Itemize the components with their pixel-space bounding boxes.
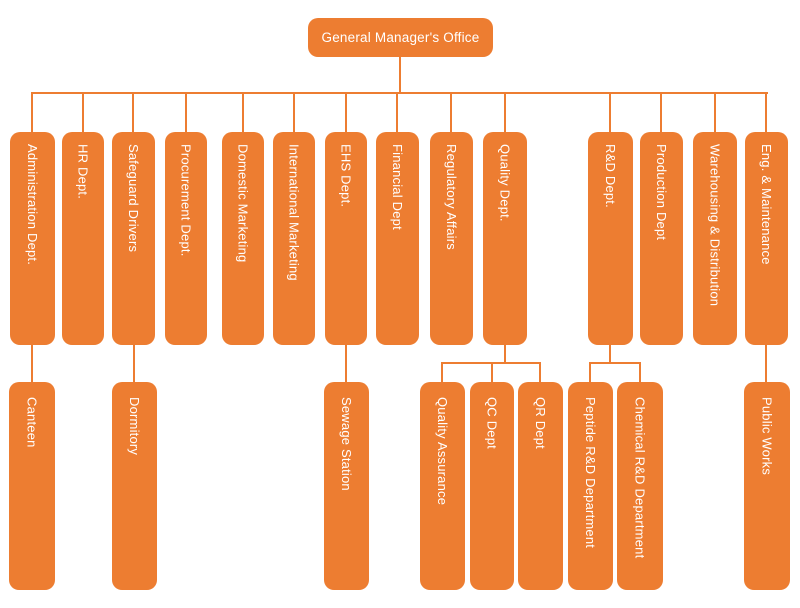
connector-stub-domestic-marketing [242,92,244,133]
connector-rd-branch-vertical [609,344,611,364]
org-node-international-marketing: International Marketing [273,132,315,345]
connector-stub-financial-dept [396,92,398,133]
org-node-safeguard-drivers: Safeguard Drivers [112,132,155,345]
org-node-regulatory-affairs-label: Regulatory Affairs [444,144,459,250]
org-node-canteen-label: Canteen [24,397,40,448]
org-node-qr-dept: QR Dept [518,382,563,590]
org-node-rd-dept: R&D Dept. [588,132,633,345]
org-node-production-dept-label: Production Dept [654,144,669,241]
org-node-financial-dept: Financial Dept [376,132,419,345]
org-node-international-marketing-label: International Marketing [286,144,302,281]
org-node-qc-dept: QC Dept [470,382,514,590]
org-node-general-managers-office-label: General Manager's Office [321,30,480,45]
connector-rd-branch-bar [589,362,641,364]
org-node-canteen: Canteen [9,382,55,590]
org-node-chemical-rd-department: Chemical R&D Department [617,382,663,590]
org-node-sewage-station-label: Sewage Station [339,397,354,491]
connector-stub-administration-dept [31,92,33,133]
org-node-rd-dept-label: R&D Dept. [603,144,618,208]
connector-stub-production-dept [660,92,662,133]
org-node-quality-assurance: Quality Assurance [420,382,465,590]
org-node-qc-dept-label: QC Dept [484,397,500,449]
org-node-procurement-dept-label: Procurement Dept. [178,144,194,257]
connector-stub-eng-maintenance [765,92,767,133]
org-node-warehousing-distribution: Warehousing & Distribution [693,132,737,345]
org-node-public-works: Public Works [744,382,790,590]
connector-stub-rd-dept [609,92,611,133]
connector-drop-canteen [31,344,33,383]
org-node-hr-dept-label: HR Dept. [75,144,91,200]
connector-stub-safeguard-drivers [132,92,134,133]
connector-stub-quality-dept [504,92,506,133]
org-node-procurement-dept: Procurement Dept. [165,132,207,345]
org-node-dormitory: Dormitory [112,382,157,590]
org-node-production-dept: Production Dept [640,132,683,345]
connector-stub-ehs-dept [345,92,347,133]
connector-drop-dormitory [133,344,135,383]
connector-drop-qr-dept [539,362,541,383]
org-node-quality-dept: Quality Dept. [483,132,527,345]
org-node-regulatory-affairs: Regulatory Affairs [430,132,473,345]
org-node-chemical-rd-department-label: Chemical R&D Department [632,397,648,559]
org-node-sewage-station: Sewage Station [324,382,369,590]
connector-stub-warehousing-distribution [714,92,716,133]
org-node-quality-assurance-label: Quality Assurance [435,397,450,506]
org-node-ehs-dept-label: EHS Dept. [338,144,354,208]
org-node-hr-dept: HR Dept. [62,132,104,345]
org-node-administration-dept-label: Administration Dept. [25,144,40,266]
org-node-financial-dept-label: Financial Dept [390,144,405,230]
org-node-peptide-rd-department: Peptide R&D Department [568,382,613,590]
connector-root-drop [399,56,401,93]
org-node-dormitory-label: Dormitory [127,397,142,456]
org-node-ehs-dept: EHS Dept. [325,132,367,345]
connector-stub-hr-dept [82,92,84,133]
org-node-safeguard-drivers-label: Safeguard Drivers [126,144,141,253]
org-node-general-managers-office: General Manager's Office [308,18,493,57]
org-node-domestic-marketing-label: Domestic Marketing [235,144,251,263]
org-node-public-works-label: Public Works [759,397,775,476]
org-node-peptide-rd-department-label: Peptide R&D Department [583,397,598,549]
org-node-qr-dept-label: QR Dept [533,397,548,449]
org-node-domestic-marketing: Domestic Marketing [222,132,264,345]
connector-drop-public-works [765,344,767,383]
org-node-quality-dept-label: Quality Dept. [497,144,513,222]
connector-drop-sewage-station [345,344,347,383]
connector-drop-chemical-rd [639,362,641,383]
org-node-administration-dept: Administration Dept. [10,132,55,345]
connector-stub-regulatory-affairs [450,92,452,133]
org-node-eng-maintenance-label: Eng. & Maintenance [759,144,774,265]
org-node-warehousing-distribution-label: Warehousing & Distribution [707,144,723,307]
connector-quality-branch-vertical [504,344,506,364]
org-node-eng-maintenance: Eng. & Maintenance [745,132,788,345]
connector-drop-qc-dept [491,362,493,383]
connector-stub-international-marketing [293,92,295,133]
connector-level1-bar [31,92,768,94]
connector-drop-peptide-rd [589,362,591,383]
connector-stub-procurement-dept [185,92,187,133]
connector-drop-quality-assurance [441,362,443,383]
